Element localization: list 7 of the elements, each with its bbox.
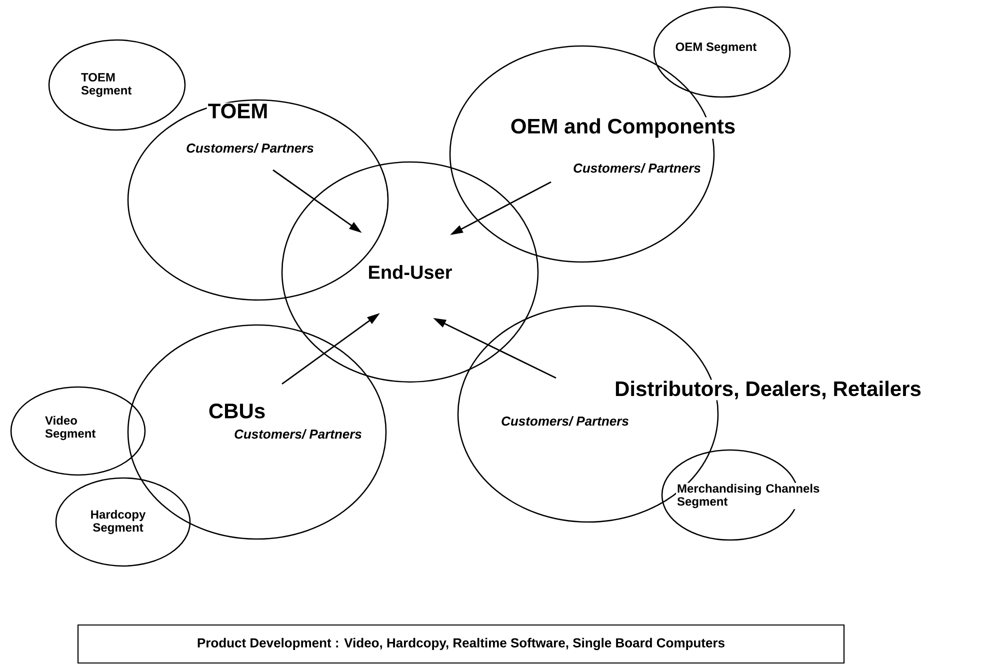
note-box: Product Development : Video, Hardcopy, Realtime Software, Single Board Computers [77, 624, 845, 664]
ellipse-node: Merchandising Channels Segment [661, 449, 828, 541]
ellipse-node: OEM Segment [653, 6, 791, 98]
ellipse-node: End-User [281, 161, 539, 383]
ellipse-node: TOEM Segment [48, 39, 186, 131]
ellipse-node: Video Segment [10, 386, 146, 476]
ellipse-node: Hardcopy Segment [55, 477, 191, 567]
